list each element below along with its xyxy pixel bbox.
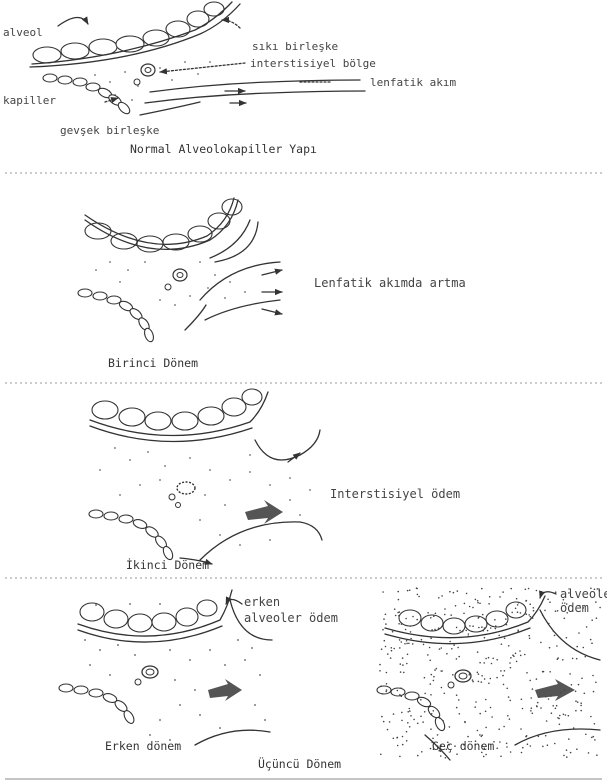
label-alveol: alveol	[3, 26, 43, 39]
label-capillary: kapiller	[3, 94, 56, 107]
label-lymph-flow: lenfatik akım	[370, 76, 456, 89]
caption-second-stage: İkinci Dönem	[126, 557, 209, 572]
note-early-alveolar-edema-line2: alveoler ödem	[244, 611, 338, 625]
note-increased-lymph-flow: Lenfatik akımda artma	[314, 276, 466, 290]
endothelial-cells	[43, 74, 132, 116]
note-late-alveolar-edema-line1: alveoler	[560, 587, 607, 601]
interstitium-line	[145, 91, 365, 103]
note-interstitial-edema: Interstisiyel ödem	[330, 487, 460, 501]
epithelial-cells	[33, 2, 224, 63]
second-stage-panel	[89, 389, 322, 564]
epithelial-cells	[92, 389, 262, 430]
third-stage-early-panel	[59, 590, 272, 745]
caption-first-stage: Birinci Dönem	[108, 356, 198, 370]
caption-late-period: Geç dönem	[432, 739, 494, 753]
caption-normal-structure: Normal Alveolokapiller Yapı	[130, 142, 317, 156]
caption-early-period: Erken dönem	[105, 739, 181, 753]
endothelial-cells	[89, 510, 175, 561]
epithelial-cells	[80, 600, 217, 632]
edema-arrow	[245, 500, 283, 524]
first-stage-panel	[78, 198, 282, 343]
capillary-vessel	[141, 64, 155, 76]
label-loose-junction: gevşek birleşke	[60, 124, 159, 137]
label-interstitial-zone: interstisiyel bölge	[250, 57, 376, 70]
endothelial-cells	[78, 289, 155, 343]
endothelial-cells	[59, 684, 136, 725]
note-early-alveolar-edema-line1: erken	[244, 595, 280, 609]
interstitium-line	[140, 102, 200, 115]
note-late-alveolar-edema-line2: ödem	[560, 601, 589, 615]
caption-third-stage: Üçüncü Dönem	[258, 755, 341, 771]
label-tight-junction: sıkı birleşke	[252, 40, 338, 53]
endothelial-cells	[377, 686, 447, 732]
